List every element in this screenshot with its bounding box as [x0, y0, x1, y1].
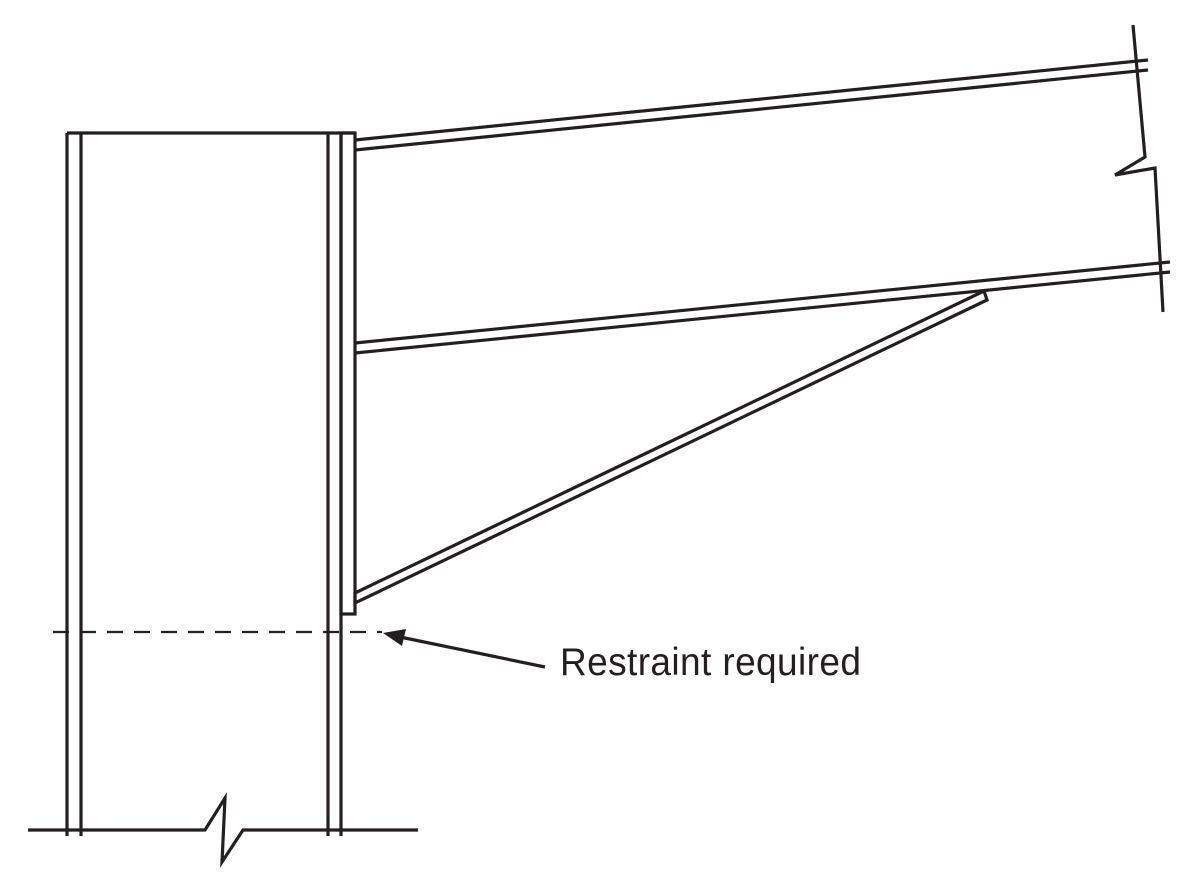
rafter-bottom-flange-upper — [354, 260, 1171, 345]
column-break-line — [28, 791, 418, 868]
restraint-required-label: Restraint required — [560, 641, 862, 684]
end-plate — [339, 131, 357, 616]
rafter-top-flange-upper — [354, 58, 1149, 142]
haunch-brace-outline — [353, 288, 989, 606]
rafter-top-flange-lower — [354, 68, 1149, 152]
rafter-bottom-flange-lower — [354, 270, 1171, 355]
rafter-break-line — [1114, 24, 1165, 313]
end-plate-outline — [339, 131, 357, 616]
haunch-brace — [353, 288, 989, 606]
arrowhead — [383, 629, 406, 646]
callout-leader-arrow — [383, 629, 546, 669]
rafter — [354, 58, 1171, 355]
leader-line — [399, 635, 546, 669]
column — [65, 131, 355, 836]
